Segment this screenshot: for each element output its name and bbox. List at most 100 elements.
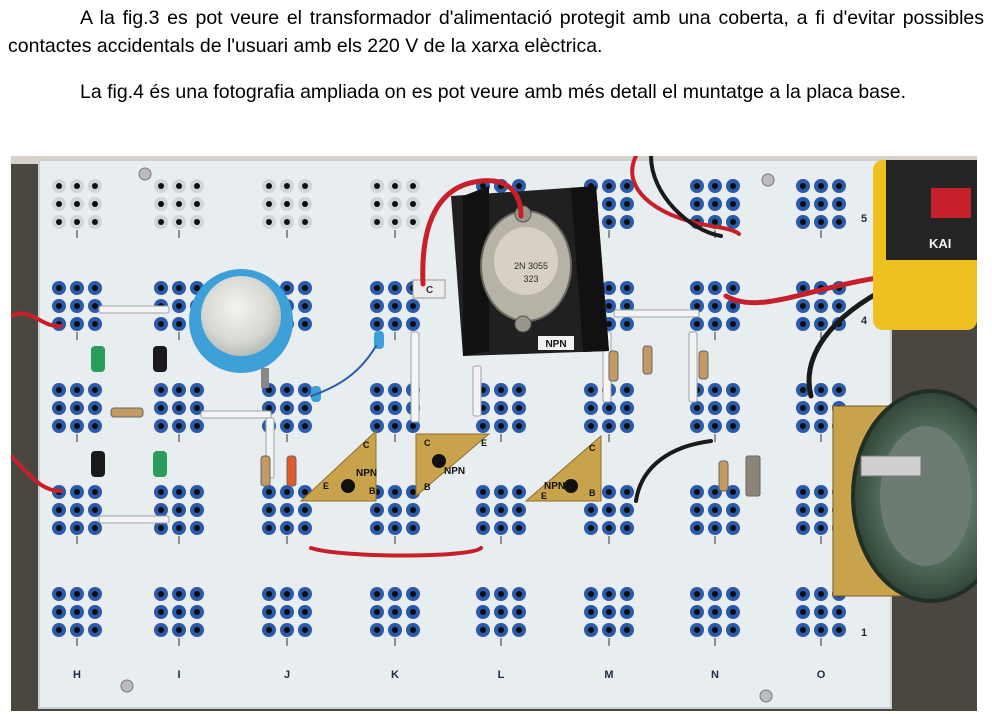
socket-hole — [730, 303, 736, 309]
npn-label-2: NPN — [444, 466, 465, 477]
socket-hole — [194, 405, 200, 411]
socket-hole — [74, 423, 80, 429]
socket-hole — [516, 525, 522, 531]
socket-hole — [694, 303, 700, 309]
socket-hole — [284, 627, 290, 633]
socket-hole — [374, 609, 380, 615]
socket-hole — [374, 591, 380, 597]
socket-hole — [588, 627, 594, 633]
column-letter-l: L — [498, 669, 505, 681]
socket-hole — [410, 303, 416, 309]
socket-hole — [694, 507, 700, 513]
socket-hole — [606, 285, 612, 291]
socket-hole — [302, 183, 308, 189]
socket-hole — [480, 627, 486, 633]
socket-hole — [818, 303, 824, 309]
socket-hole — [624, 201, 630, 207]
socket-cluster — [690, 587, 740, 646]
socket-hole — [176, 405, 182, 411]
socket-hole — [818, 525, 824, 531]
socket-hole — [800, 183, 806, 189]
socket-hole — [374, 507, 380, 513]
socket-hole — [498, 387, 504, 393]
socket-hole — [712, 423, 718, 429]
socket-hole — [498, 609, 504, 615]
socket-hole — [176, 201, 182, 207]
socket-hole — [588, 507, 594, 513]
socket-hole — [158, 489, 164, 495]
row-number-1: 1 — [861, 627, 867, 639]
socket-hole — [624, 489, 630, 495]
socket-hole — [410, 507, 416, 513]
socket-hole — [266, 489, 272, 495]
socket-hole — [480, 525, 486, 531]
column-letter-h: H — [73, 669, 81, 681]
socket-hole — [800, 405, 806, 411]
socket-hole — [588, 591, 594, 597]
socket-hole — [624, 591, 630, 597]
socket-hole — [818, 201, 824, 207]
terminal-e-1: E — [323, 481, 329, 491]
column-letter-n: N — [711, 669, 719, 681]
socket-hole — [516, 489, 522, 495]
socket-hole — [284, 219, 290, 225]
socket-hole — [176, 627, 182, 633]
screws — [120, 167, 775, 703]
socket-hole — [800, 387, 806, 393]
socket-hole — [176, 183, 182, 189]
socket-hole — [624, 525, 630, 531]
socket-hole — [92, 303, 98, 309]
socket-hole — [56, 627, 62, 633]
socket-hole — [818, 387, 824, 393]
socket-hole — [266, 183, 272, 189]
socket-hole — [92, 507, 98, 513]
socket-hole — [92, 183, 98, 189]
npn-label-power: NPN — [545, 339, 566, 350]
socket-hole — [624, 321, 630, 327]
socket-hole — [266, 405, 272, 411]
socket-hole — [74, 627, 80, 633]
socket-hole — [74, 285, 80, 291]
socket-cluster — [476, 383, 526, 442]
socket-hole — [176, 489, 182, 495]
socket-hole — [74, 525, 80, 531]
terminal-labels: C E B C E B C E B — [323, 438, 596, 501]
socket-hole — [392, 219, 398, 225]
socket-hole — [606, 609, 612, 615]
socket-hole — [836, 387, 842, 393]
socket-hole — [176, 609, 182, 615]
socket-hole — [516, 405, 522, 411]
socket-hole — [624, 285, 630, 291]
socket-hole — [712, 201, 718, 207]
socket-hole — [498, 591, 504, 597]
socket-cluster — [52, 281, 102, 340]
socket-hole — [588, 405, 594, 411]
socket-hole — [818, 591, 824, 597]
resistors — [110, 345, 761, 497]
socket-hole — [74, 507, 80, 513]
socket-hole — [730, 507, 736, 513]
socket-hole — [588, 387, 594, 393]
socket-hole — [266, 219, 272, 225]
socket-cluster — [370, 587, 420, 646]
socket-cluster — [262, 485, 312, 544]
socket-hole — [392, 423, 398, 429]
paragraph-2-text: La fig.4 és una fotografia ampliada on e… — [80, 81, 907, 103]
socket-hole — [374, 183, 380, 189]
socket-cluster — [262, 587, 312, 646]
socket-hole — [392, 507, 398, 513]
socket-hole — [302, 609, 308, 615]
socket-hole — [624, 387, 630, 393]
socket-cluster — [476, 485, 526, 544]
terminal-b-3: B — [589, 488, 596, 498]
terminal-c-1: C — [363, 440, 370, 450]
socket-hole — [730, 387, 736, 393]
socket-hole — [694, 627, 700, 633]
socket-hole — [56, 219, 62, 225]
socket-hole — [730, 321, 736, 327]
socket-cluster — [370, 179, 420, 238]
socket-hole — [712, 387, 718, 393]
socket-hole — [624, 183, 630, 189]
socket-hole — [74, 387, 80, 393]
socket-hole — [158, 321, 164, 327]
